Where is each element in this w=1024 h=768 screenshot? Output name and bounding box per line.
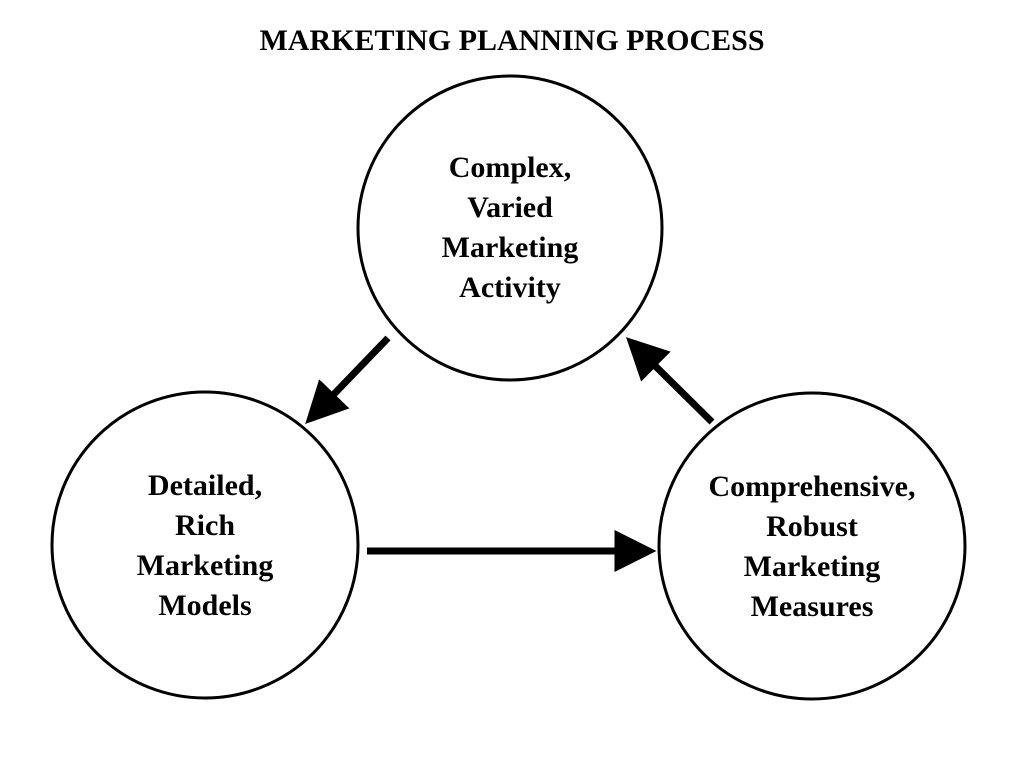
node-circle-measures [657,391,967,701]
node-label-line: Activity [459,271,561,304]
node-circle-activity [356,74,664,382]
node-label-line: Models [158,589,252,622]
diagram-title: MARKETING PLANNING PROCESS [259,24,765,57]
node-label-line: Varied [467,191,553,224]
node-label-line: Complex, [448,151,572,184]
node-label-line: Marketing [743,550,881,583]
node-label-line: Comprehensive, [708,470,916,503]
node-label-activity: Complex, Varied Marketing Activity [385,148,635,308]
node-label-line: Robust [766,510,858,543]
node-label-measures: Comprehensive, Robust Marketing Measures [687,467,937,627]
arrow-measures-to-activity [626,337,715,425]
node-label-line: Marketing [136,549,274,582]
node-label-line: Marketing [441,231,579,264]
node-label-line: Detailed, [147,469,263,502]
node-label-line: Rich [175,509,235,542]
node-label-models: Detailed, Rich Marketing Models [80,466,330,626]
node-circle-models [50,390,360,700]
arrow-activity-to-models [305,335,391,425]
node-label-line: Measures [750,590,874,623]
